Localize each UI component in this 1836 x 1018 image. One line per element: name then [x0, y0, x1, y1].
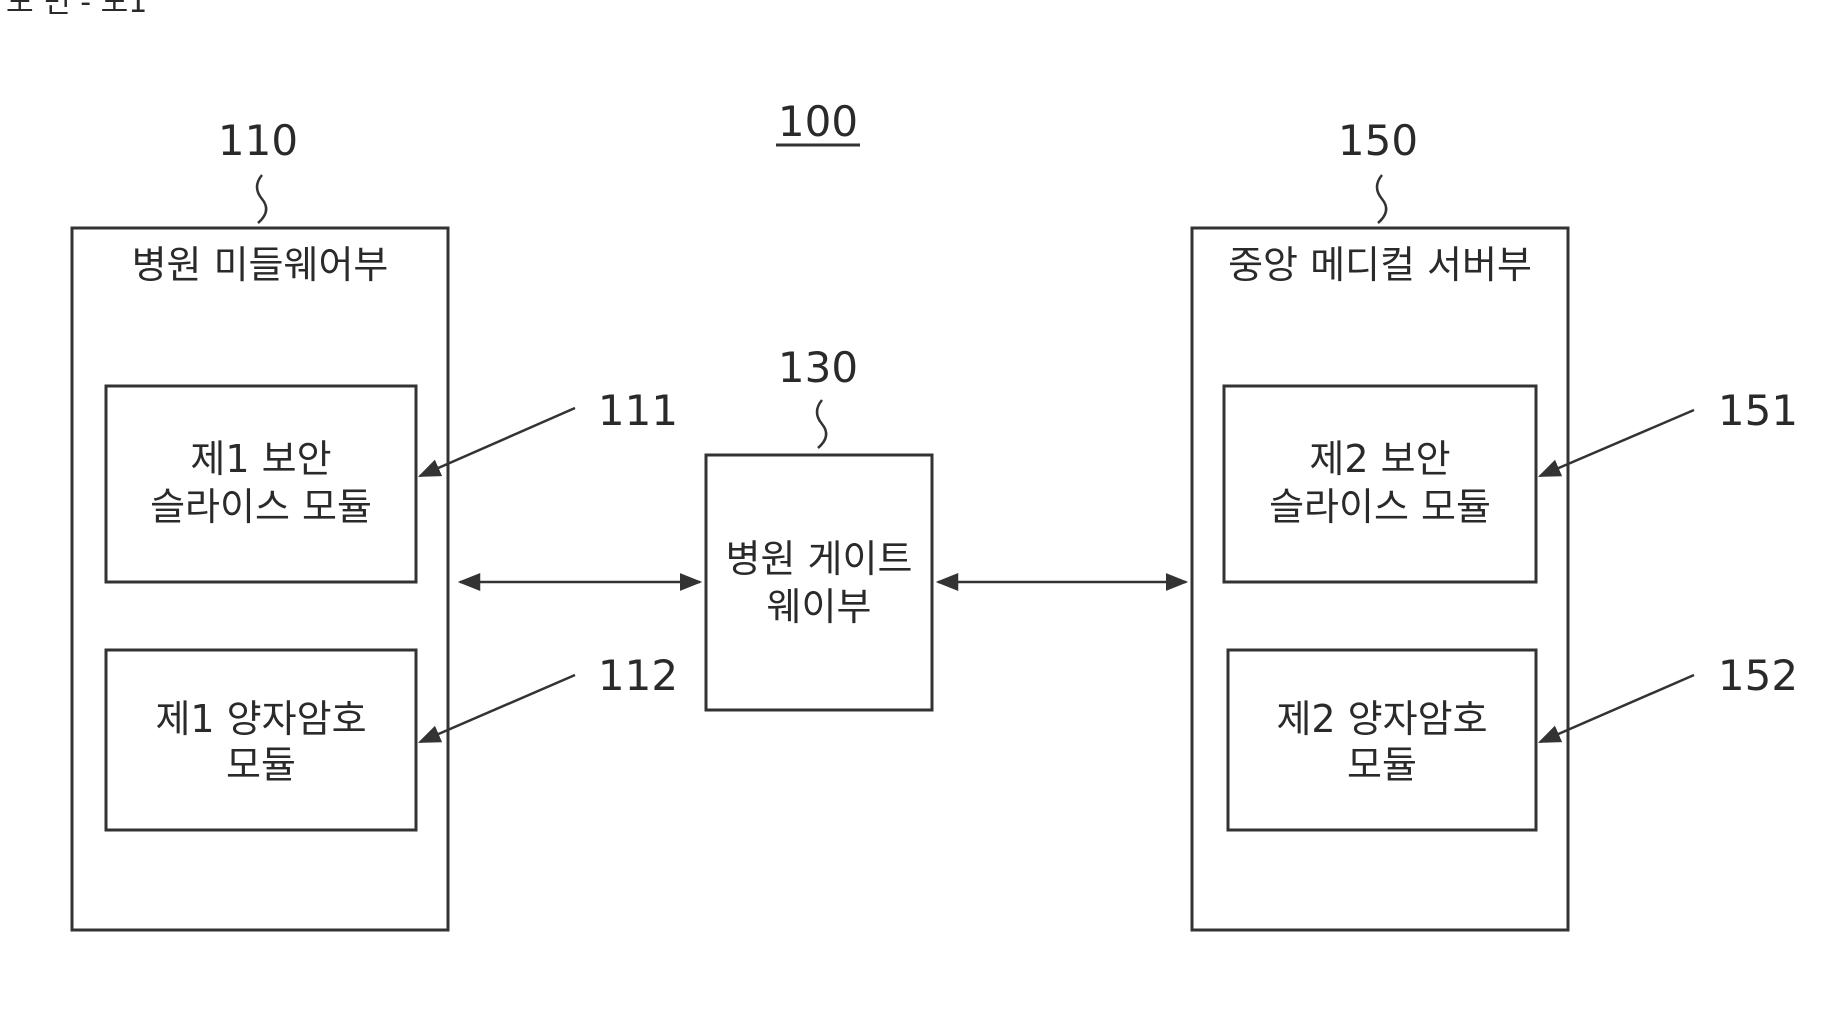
- first-security-slice-module-box: [106, 386, 416, 582]
- first-quantum-crypto-ref-arrow: [420, 675, 575, 742]
- middleware-ref-label: 110: [218, 116, 298, 165]
- second-quantum-crypto-ref-label: 152: [1718, 651, 1798, 700]
- central-medical-server-box: [1192, 228, 1568, 930]
- first-security-slice-module-line2: 슬라이스 모듈: [150, 485, 372, 529]
- first-security-slice-ref-arrow: [420, 408, 575, 476]
- first-security-slice-ref-label: 111: [598, 386, 678, 435]
- first-quantum-crypto-module-line1: 제1 양자암호: [155, 697, 366, 741]
- hospital-gateway-box: [706, 455, 932, 710]
- hospital-gateway-line1: 병원 게이트: [726, 537, 913, 581]
- second-security-slice-ref-label: 151: [1718, 386, 1798, 435]
- central-medical-server-title: 중앙 메디컬 서버부: [1228, 243, 1532, 287]
- system-ref-label: 100: [778, 97, 858, 146]
- second-security-slice-module-line2: 슬라이스 모듈: [1269, 485, 1491, 529]
- second-quantum-crypto-module-line2: 모듈: [1347, 743, 1417, 787]
- gateway-ref-leader: [817, 400, 826, 448]
- second-security-slice-module-line1: 제2 보안: [1309, 437, 1450, 481]
- hospital-middleware-title: 병원 미들웨어부: [132, 243, 389, 287]
- first-quantum-crypto-ref-label: 112: [598, 651, 678, 700]
- server-ref-leader: [1377, 175, 1386, 223]
- first-security-slice-module-line1: 제1 보안: [190, 437, 331, 481]
- middleware-ref-leader: [257, 175, 266, 223]
- figure-header: 도 면 - 도1: [6, 0, 147, 20]
- gateway-ref-label: 130: [778, 343, 858, 392]
- server-ref-label: 150: [1338, 116, 1418, 165]
- hospital-middleware-box: [72, 228, 448, 930]
- second-security-slice-module-box: [1224, 386, 1536, 582]
- first-quantum-crypto-module-line2: 모듈: [226, 743, 296, 787]
- hospital-gateway-line2: 웨이부: [767, 585, 872, 629]
- second-security-slice-ref-arrow: [1540, 410, 1694, 476]
- second-quantum-crypto-module-line1: 제2 양자암호: [1276, 697, 1487, 741]
- second-quantum-crypto-ref-arrow: [1540, 675, 1694, 742]
